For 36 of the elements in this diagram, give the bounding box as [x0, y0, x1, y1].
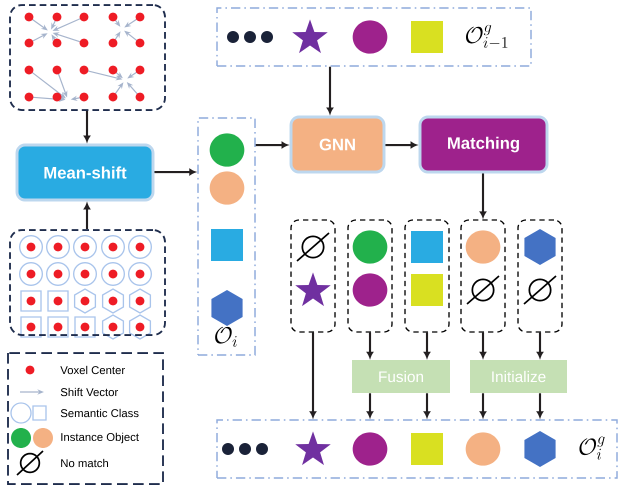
match-pair-box — [347, 219, 393, 333]
shift-vector-panel — [9, 4, 166, 111]
arrow — [84, 110, 90, 142]
match-pair-box — [404, 219, 450, 333]
legend-label: Voxel Center — [60, 366, 125, 374]
operation-box: Initialize — [470, 360, 567, 393]
arrow — [424, 393, 430, 418]
arrow — [84, 203, 90, 230]
operation-box: Fusion — [352, 360, 450, 393]
voxel-grid-panel — [9, 229, 166, 336]
arrow — [256, 142, 288, 148]
process-box: Mean-shift — [16, 144, 154, 202]
match-pair-box — [517, 219, 563, 333]
arrow — [480, 393, 486, 418]
legend-label: Shift Vector — [60, 388, 118, 396]
arrow — [366, 332, 374, 358]
match-pair-box — [290, 219, 336, 333]
object-list-box: $\mathcal{O}_i$ — [197, 117, 256, 356]
arrow — [326, 66, 334, 114]
object-list-box: $\mathcal{O}^g_{i-1}$ — [216, 7, 532, 67]
arrow — [536, 332, 544, 358]
arrow — [310, 332, 316, 418]
process-box: Matching — [418, 116, 548, 174]
legend-label: No match — [61, 458, 108, 468]
arrow — [480, 332, 486, 358]
arrow — [385, 142, 417, 148]
arrow — [366, 393, 374, 418]
arrow — [480, 173, 486, 218]
match-pair-box — [460, 219, 506, 333]
arrow — [536, 393, 544, 418]
arrow — [154, 168, 196, 176]
object-list-box: $\mathcal{O}^g_i$ — [216, 419, 618, 479]
process-box: GNN — [290, 116, 386, 174]
legend-label: Instance Object — [61, 432, 139, 444]
legend-label: Semantic Class — [60, 408, 139, 418]
arrow — [424, 332, 430, 358]
